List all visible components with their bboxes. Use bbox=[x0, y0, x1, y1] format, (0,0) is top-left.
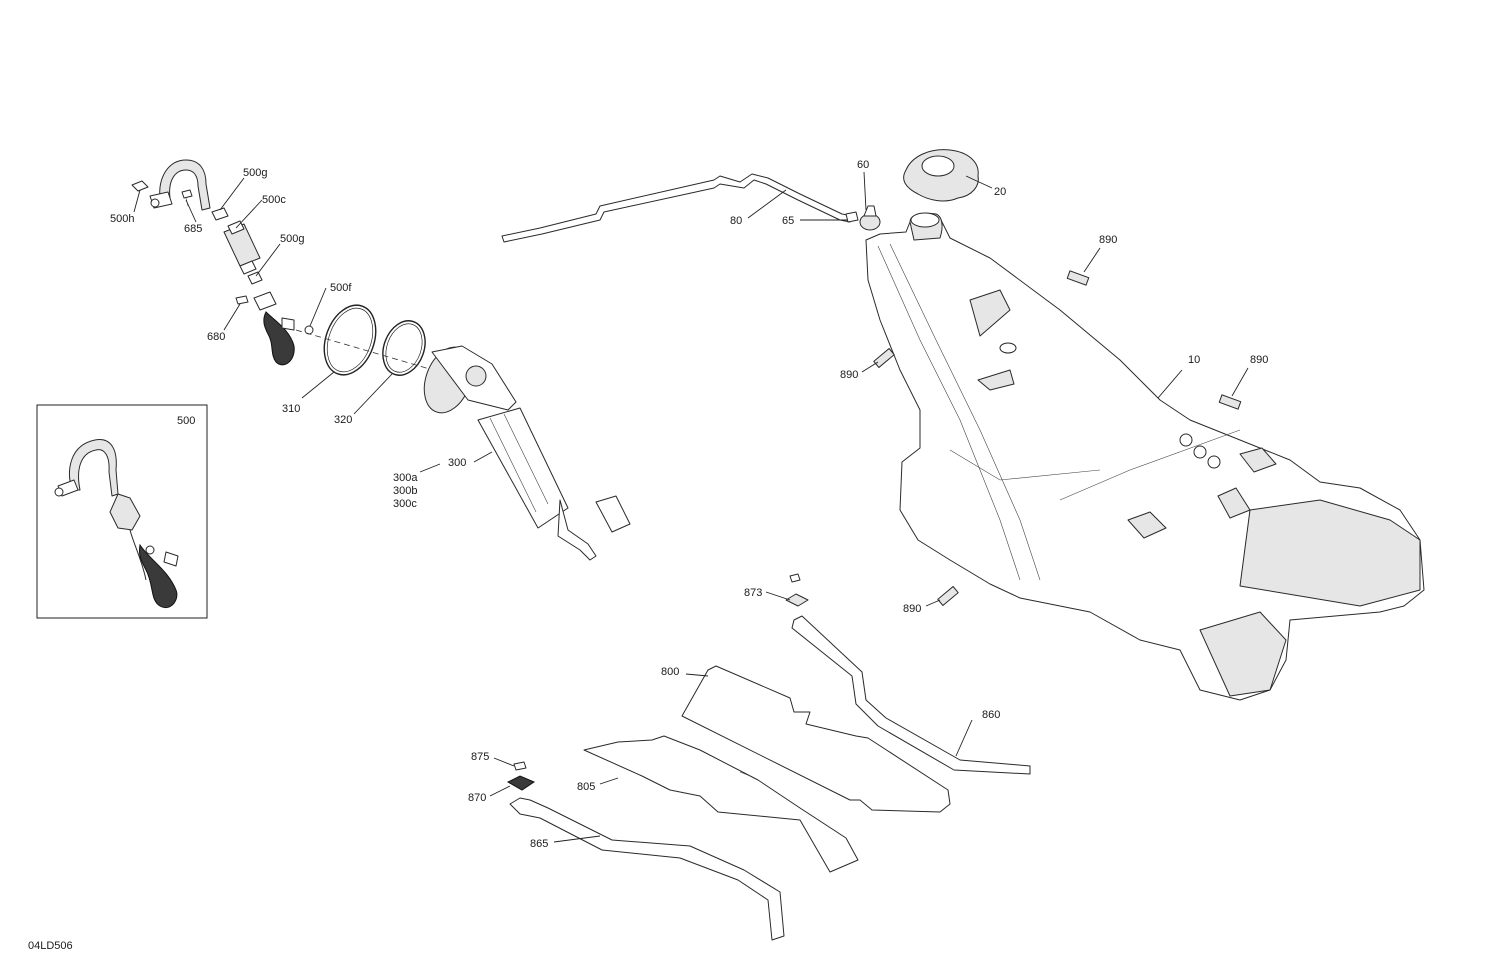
callout-310: 310 bbox=[282, 403, 300, 415]
screw-680 bbox=[235, 295, 249, 305]
callout-65: 65 bbox=[782, 215, 794, 227]
inset-label: 500 bbox=[177, 415, 195, 427]
clamp-500g-lower bbox=[247, 271, 263, 285]
callout-890-c: 890 bbox=[1250, 354, 1268, 366]
pad-890-b bbox=[873, 348, 895, 368]
fuel-pump-module-300 bbox=[423, 345, 631, 561]
vent-hose-80 bbox=[501, 173, 853, 243]
heat-shield-800 bbox=[681, 665, 951, 813]
callout-10: 10 bbox=[1188, 354, 1200, 366]
callout-680: 680 bbox=[207, 331, 225, 343]
callout-300c: 300c bbox=[393, 498, 417, 510]
callout-875: 875 bbox=[471, 751, 489, 763]
callout-873: 873 bbox=[744, 587, 762, 599]
corrugated-hose-500f bbox=[253, 291, 314, 366]
callout-865: 865 bbox=[530, 838, 548, 850]
gasket-320 bbox=[382, 320, 426, 376]
callout-890-b: 890 bbox=[840, 369, 858, 381]
callout-890-d: 890 bbox=[903, 603, 921, 615]
bracket-865 bbox=[509, 797, 785, 941]
clamp-65 bbox=[845, 211, 859, 223]
callout-60: 60 bbox=[857, 159, 869, 171]
inset-fuel-line-assembly bbox=[36, 404, 208, 619]
pad-890-c bbox=[1218, 394, 1242, 410]
drawing-id: 04LD506 bbox=[28, 940, 73, 952]
callout-20: 20 bbox=[994, 186, 1006, 198]
callout-300a: 300a bbox=[393, 472, 418, 484]
callout-890-a: 890 bbox=[1099, 234, 1117, 246]
pad-890-a bbox=[1066, 270, 1090, 286]
callout-80: 80 bbox=[730, 215, 742, 227]
leader-lines bbox=[133, 171, 1249, 843]
bracket-860 bbox=[791, 615, 1031, 775]
callout-500f: 500f bbox=[330, 282, 352, 294]
bracket-870 bbox=[506, 775, 536, 791]
pad-890-d bbox=[937, 586, 959, 606]
callout-860: 860 bbox=[982, 709, 1000, 721]
callout-500g-lower: 500g bbox=[280, 233, 304, 245]
callout-500c: 500c bbox=[262, 194, 286, 206]
retaining-ring-310 bbox=[323, 304, 377, 376]
screw-685 bbox=[181, 189, 193, 207]
fastener-873 bbox=[785, 573, 809, 607]
fuel-tank-10 bbox=[865, 212, 1425, 701]
fuel-cap-20 bbox=[903, 149, 979, 202]
fuel-filter-500c bbox=[223, 220, 261, 275]
vent-valve-60 bbox=[859, 205, 881, 231]
callout-300b: 300b bbox=[393, 485, 417, 497]
callout-685: 685 bbox=[184, 223, 202, 235]
callout-300: 300 bbox=[448, 457, 466, 469]
callout-320: 320 bbox=[334, 414, 352, 426]
callout-800: 800 bbox=[661, 666, 679, 678]
fastener-875 bbox=[513, 761, 527, 771]
callout-805: 805 bbox=[577, 781, 595, 793]
callout-870: 870 bbox=[468, 792, 486, 804]
callout-500g-upper: 500g bbox=[243, 167, 267, 179]
fuel-line-hose bbox=[131, 159, 211, 211]
callout-500h: 500h bbox=[110, 213, 134, 225]
heat-shield-805 bbox=[583, 735, 859, 873]
